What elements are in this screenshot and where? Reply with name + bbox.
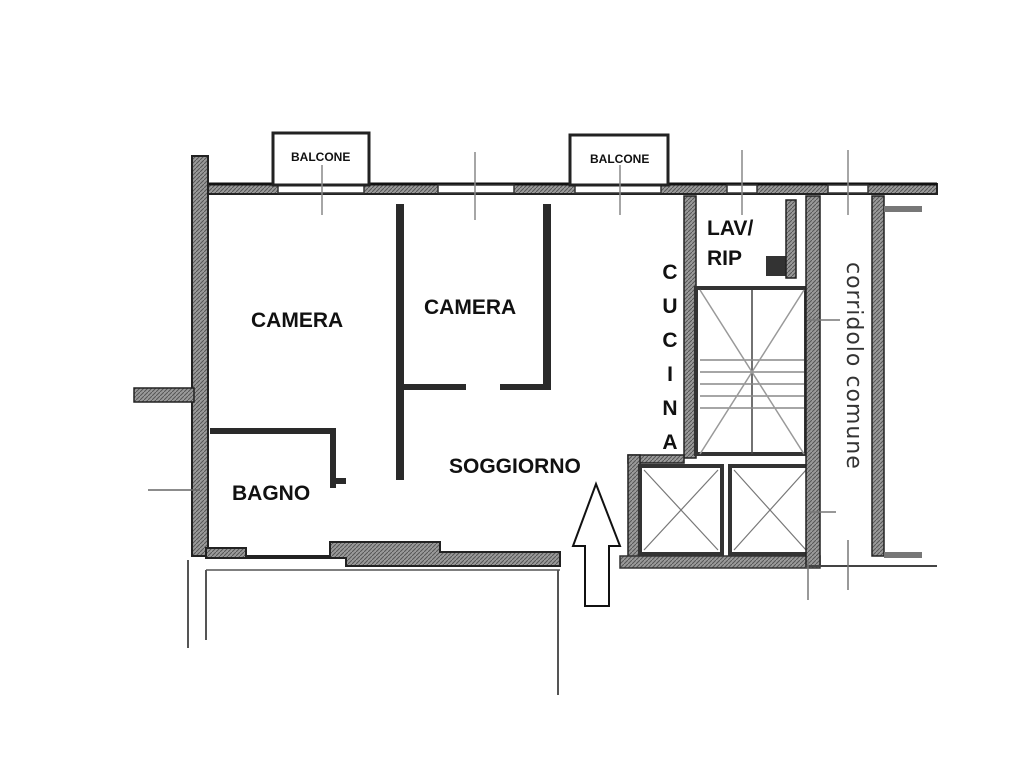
bagno-label: BAGNO — [232, 482, 311, 505]
soggiorno-label: SOGGIORNO — [449, 455, 581, 478]
cucina-letter: I — [667, 363, 673, 386]
elevator-shafts — [619, 464, 821, 569]
cucina-letter: C — [662, 329, 678, 352]
cucina-letter: A — [662, 431, 678, 454]
entrance-arrow — [571, 481, 622, 607]
cucina-letter: U — [662, 295, 678, 318]
kitchen-walls — [627, 195, 797, 566]
corridor-walls — [805, 195, 937, 600]
lav-label: LAV/ — [707, 217, 754, 240]
balcony-right-label: BALCONE — [590, 152, 650, 166]
corridor-label: corridolo comune — [841, 262, 866, 470]
camera-right-label: CAMERA — [424, 296, 517, 319]
cucina-label: C U C I N A — [655, 256, 685, 460]
balcony-right — [568, 133, 670, 187]
rip-label: RIP — [707, 247, 743, 270]
grid-ticks — [321, 150, 849, 220]
bottom-wall — [205, 541, 561, 695]
camera-left-label: CAMERA — [251, 309, 344, 332]
cucina-letter: N — [662, 397, 678, 420]
lav-rip-label: LAV/ RIP — [707, 214, 753, 274]
left-wall — [133, 155, 209, 648]
interior-walls — [210, 204, 551, 488]
balcony-left — [271, 131, 371, 187]
cucina-letter: C — [662, 261, 678, 284]
balcony-left-label: BALCONE — [291, 150, 351, 164]
stair-block — [694, 286, 808, 456]
